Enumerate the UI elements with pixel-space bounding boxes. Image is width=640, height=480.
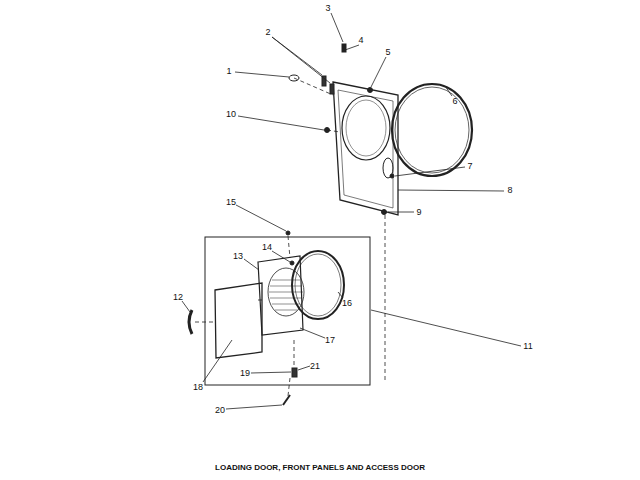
callout-number: 6: [452, 97, 457, 106]
callout-number: 21: [310, 362, 320, 371]
figure-caption: LOADING DOOR, FRONT PANELS AND ACCESS DO…: [0, 463, 640, 472]
callout-number: 13: [233, 252, 243, 261]
callout-number: 20: [215, 406, 225, 415]
callout-number: 14: [262, 243, 272, 252]
callout-number: 2: [265, 28, 270, 37]
callout-number: 1: [226, 67, 231, 76]
callout-number: 10: [226, 110, 236, 119]
callout-number: 9: [416, 208, 421, 217]
callout-number: 11: [523, 342, 532, 351]
callout-number: 7: [467, 162, 472, 171]
callout-number: 5: [385, 48, 390, 57]
callout-number: 3: [325, 4, 330, 13]
callout-number: 8: [507, 186, 512, 195]
callout-number: 19: [240, 369, 250, 378]
callout-number: 17: [325, 336, 335, 345]
callout-number: 4: [358, 36, 363, 45]
callout-number: 18: [193, 383, 203, 392]
callout-number: 16: [342, 299, 352, 308]
callout-number: 12: [173, 293, 183, 302]
callout-number: 15: [226, 198, 236, 207]
